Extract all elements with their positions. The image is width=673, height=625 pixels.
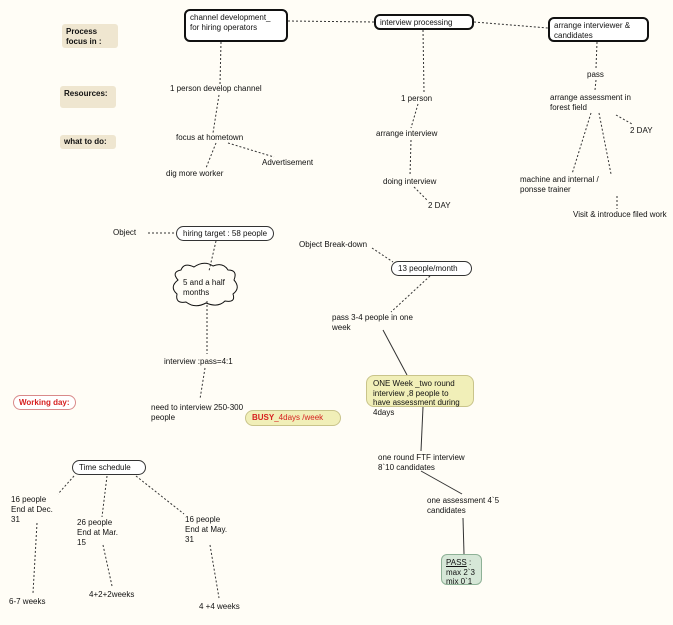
channel-development-node[interactable]: channel development_ for hiring operator… xyxy=(184,9,288,42)
link-schedule-may xyxy=(135,475,185,515)
pass-result-node[interactable]: PASS : max 2`3 mix 0`1 xyxy=(441,554,482,587)
link-person-arrange xyxy=(410,103,419,129)
assessment-text: arrange assessment in forest field xyxy=(550,93,631,112)
link-assessment-pass xyxy=(462,517,465,555)
link-assessment-visit xyxy=(598,112,612,175)
one-week-node[interactable]: ONE Week _two round interview ,8 people … xyxy=(366,375,474,417)
hiring-target-node[interactable]: hiring target : 58 people xyxy=(176,226,275,241)
time-schedule-node[interactable]: Time schedule xyxy=(72,460,146,475)
resources-label: Resources: xyxy=(60,86,116,108)
advertisement-text: Advertisement xyxy=(262,158,314,167)
link-may-weeks xyxy=(209,544,220,599)
link-pass-assessment xyxy=(594,79,597,91)
need-interview-text: need to interview 250-300 people xyxy=(151,403,244,422)
per-week-text: pass 3-4 people in one week xyxy=(332,313,413,332)
dig-more-text: dig more worker xyxy=(166,169,224,178)
link-assessment-machine xyxy=(571,112,592,175)
link-oneweek-ftf xyxy=(420,406,424,452)
link-arrange-pass xyxy=(595,41,598,69)
interview-duration-text: 2 DAY xyxy=(428,201,451,210)
link-arrange-doing xyxy=(409,139,412,177)
link-channel-resource xyxy=(219,41,222,85)
link-schedule-dec xyxy=(57,475,75,495)
channel-resource-text: 1 person develop channel xyxy=(170,84,262,93)
interview-ratio-text: interview :pass=4:1 xyxy=(164,357,233,366)
interview-processing-node[interactable]: interview processing xyxy=(374,14,474,30)
machine-trainer-text: machine and internal / ponsse trainer xyxy=(520,175,599,194)
per-month-node[interactable]: 13 people/month xyxy=(391,261,472,276)
schedule-dec-text: 16 people End at Dec. 31 xyxy=(11,495,53,524)
schedule-mar-text: 26 people End at Mar. 15 xyxy=(77,518,118,547)
link-interview-arrange xyxy=(473,21,549,29)
busy-badge: BUSY_4days /week xyxy=(245,410,341,426)
link-mar-weeks xyxy=(102,544,113,587)
process-focus-label: Process focus in : xyxy=(62,24,118,48)
link-channel-interview xyxy=(287,20,375,23)
busy-label: BUSY xyxy=(252,413,275,422)
assessment-duration-text: 2 DAY xyxy=(630,126,653,135)
schedule-may-text: 16 people End at May. 31 xyxy=(185,515,228,544)
focus-hometown-text: focus at hometown xyxy=(176,133,244,142)
may-weeks-text: 4 +4 weeks xyxy=(199,602,240,611)
ftf-interview-text: one round FTF interview 8`10 candidates xyxy=(378,453,465,472)
busy-detail: _4days /week xyxy=(274,413,324,422)
link-ratio-need xyxy=(199,367,206,400)
months-cloud-text: 5 and a half months xyxy=(183,278,225,297)
object-breakdown-text: Object Break-down xyxy=(299,240,368,249)
interview-resource-text: 1 person xyxy=(401,94,433,103)
cloud-outline xyxy=(172,262,238,307)
what-to-do-label: what to do: xyxy=(60,135,116,149)
link-breakdown-month xyxy=(371,247,394,263)
pass-result-label: PASS xyxy=(446,558,467,567)
pass-result-detail: : max 2`3 mix 0`1 xyxy=(446,558,475,587)
link-doing-days xyxy=(413,186,428,201)
link-interview-person xyxy=(422,29,425,93)
link-assessment-days xyxy=(615,114,633,125)
visit-introduce-text: Visit & introduce filed work xyxy=(573,210,667,219)
link-ftf-assessment xyxy=(420,470,463,495)
one-assessment-text: one assessment 4`5 candidates xyxy=(427,496,500,515)
link-schedule-mar xyxy=(101,475,108,518)
link-resource-focus xyxy=(212,94,220,134)
arrange-interviewer-node[interactable]: arrange interviewer & candidates xyxy=(548,17,649,42)
link-target-months xyxy=(208,240,217,272)
working-day-label: Working day: xyxy=(13,395,76,410)
link-week-oneweek xyxy=(382,329,408,376)
doing-interview-text: doing interview xyxy=(383,177,437,186)
pass-text: pass xyxy=(587,70,604,79)
mar-weeks-text: 4+2+2weeks xyxy=(89,590,135,599)
link-month-week xyxy=(390,275,431,313)
link-dec-weeks xyxy=(32,522,38,594)
dec-weeks-text: 6-7 weeks xyxy=(9,597,46,606)
link-focus-dig xyxy=(205,142,217,169)
link-focus-ad xyxy=(227,142,275,158)
arrange-interview-text: arrange interview xyxy=(376,129,438,138)
object-text: Object xyxy=(113,228,137,237)
